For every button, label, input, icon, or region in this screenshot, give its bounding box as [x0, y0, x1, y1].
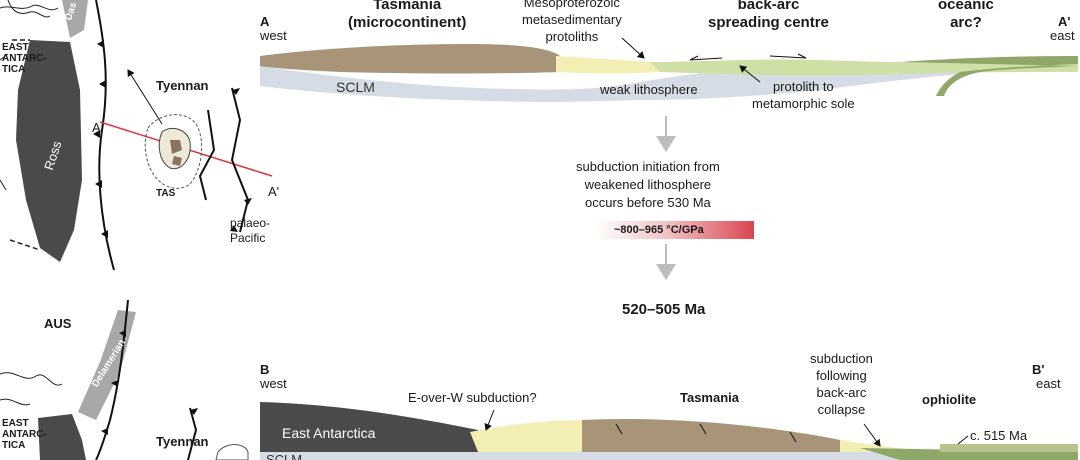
protolith-pointer	[739, 65, 761, 83]
subduction-initiation-text: subduction initiation from weakened lith…	[576, 159, 720, 210]
c515-pointer	[957, 435, 969, 445]
section-b	[260, 402, 1078, 460]
age-label: 520–505 Ma	[622, 301, 706, 318]
tasmania-crust-b	[582, 418, 880, 452]
tasmania-microcontinent-label: Tasmania (microcontinent)	[348, 0, 467, 31]
ross-orogen	[16, 40, 82, 262]
aus-label: AUS	[44, 316, 72, 331]
section-b-east: east	[1036, 376, 1061, 391]
arrow-north	[127, 69, 163, 125]
fault-2	[230, 87, 250, 233]
half-arrow-left	[689, 55, 723, 61]
sclm-b-label: SCLM	[266, 452, 303, 460]
e-over-w-label: E-over-W subduction?	[408, 390, 537, 405]
teeth-2	[230, 88, 252, 232]
oceanic-arc-a	[900, 56, 1078, 96]
east-antarctica-crust-label: East Antarctica	[282, 425, 376, 441]
teeth-b	[101, 330, 126, 435]
tyennan-outline	[144, 114, 203, 189]
half-arrow-right	[769, 53, 807, 59]
subduction-front-b	[95, 299, 129, 460]
coastline-top	[0, 4, 59, 11]
delamerian-belt	[78, 310, 136, 420]
tasmania-crust-a	[260, 44, 560, 74]
fault-b	[187, 407, 198, 460]
point-a-prime-label: A'	[268, 184, 280, 199]
sclm-b	[260, 450, 1078, 460]
tas-label: TAS	[156, 188, 176, 199]
das-belt	[62, 0, 88, 38]
c515-label: c. 515 Ma	[970, 428, 1028, 443]
faults-b	[615, 423, 797, 443]
pale-yellow-b	[470, 420, 582, 452]
coast-squiggle	[7, 0, 51, 18]
section-a-prime-letter: A'	[1058, 14, 1071, 29]
subduction-following-label: subduction following back-arc collapse	[810, 351, 873, 417]
section-a-east: east	[1050, 28, 1075, 43]
subduction-front-1	[95, 0, 115, 271]
coast-left-block	[0, 53, 9, 191]
tyennan-outline-b	[215, 444, 249, 460]
bottom-map	[0, 299, 249, 460]
back-arc-label: back-arc spreading centre	[708, 0, 829, 31]
palaeo-pacific-label: palaeo- Pacific	[230, 216, 271, 245]
tasmania-b-label: Tasmania	[680, 390, 740, 405]
weak-lithosphere-label: weak lithosphere	[600, 82, 698, 97]
ross-block-b	[38, 414, 86, 460]
subduction-pointer	[863, 423, 881, 447]
protolith-label: protolith to metamorphic sole	[752, 79, 855, 111]
tyennan-label: Tyennan	[156, 78, 209, 93]
pale-yellow-a	[556, 56, 660, 74]
tyennan-brown	[170, 140, 182, 166]
teeth-fault-b	[190, 408, 198, 415]
section-a	[260, 37, 1078, 102]
top-map	[0, 0, 273, 271]
ophiolite-label: ophiolite	[922, 392, 977, 407]
east-antarctica-label-b: EAST ANTARC- TICA	[2, 418, 47, 451]
east-antarctica-label: EAST ANTARC- TICA	[2, 42, 47, 75]
east-antarctica-crust	[260, 402, 478, 452]
mesoproterozoic-label: Mesoproterozoic metasedimentary protolit…	[522, 0, 622, 44]
thermal-gradient-bar: ~800–965 °C/GPa	[594, 221, 754, 239]
section-b-west: west	[260, 376, 287, 391]
sclm-a-label: SCLM	[336, 79, 375, 95]
c515-slab	[940, 444, 1078, 452]
section-b-prime-letter: B'	[1032, 362, 1045, 377]
section-b-letter: B	[260, 362, 270, 377]
oceanic-arc-label: oceanic arc?	[938, 0, 994, 31]
fault-1	[198, 109, 216, 201]
point-a-label: A	[92, 120, 101, 135]
e-over-w-pointer	[484, 409, 495, 431]
east-antarctica-border	[9, 39, 41, 251]
section-a-west: west	[260, 28, 287, 43]
tyennan-label-b: Tyennan	[156, 434, 209, 449]
meso-pointer	[621, 37, 645, 59]
section-a-letter: A	[260, 14, 270, 29]
coast-aus	[0, 372, 63, 406]
